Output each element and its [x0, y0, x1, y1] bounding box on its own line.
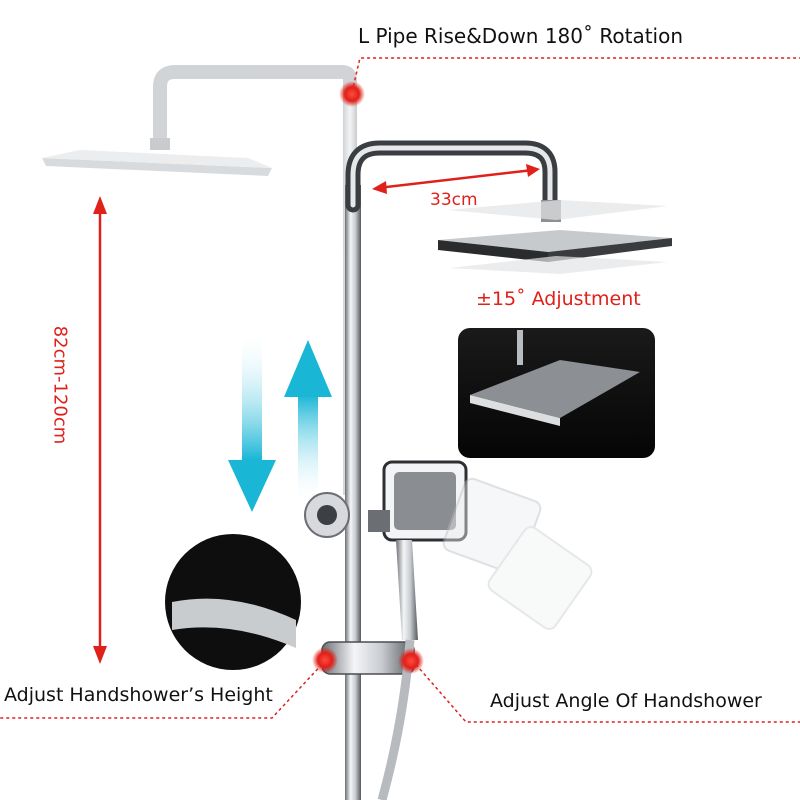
leader-lines [0, 57, 800, 723]
adjustment-markers [312, 81, 424, 674]
label-handshower-height: Adjust Handshower’s Height [4, 684, 273, 706]
label-arm-length: 33cm [430, 190, 478, 210]
rain-shower-head [438, 200, 672, 274]
height-dimension [93, 196, 107, 664]
up-down-arrows [228, 330, 332, 512]
slider-detail-photo [165, 534, 301, 670]
arm-length-dimension [372, 164, 540, 194]
shower-head-detail-photo [458, 328, 655, 458]
label-l-pipe-rotation: L Pipe Rise&Down 180˚ Rotation [358, 24, 684, 48]
wall-outlet [304, 492, 350, 538]
label-height-range: 82cm-120cm [49, 325, 71, 445]
hand-shower [368, 460, 593, 640]
label-handshower-angle: Adjust Angle Of Handshower [490, 690, 762, 712]
label-tilt-adjustment: ±15˚ Adjustment [476, 288, 641, 310]
